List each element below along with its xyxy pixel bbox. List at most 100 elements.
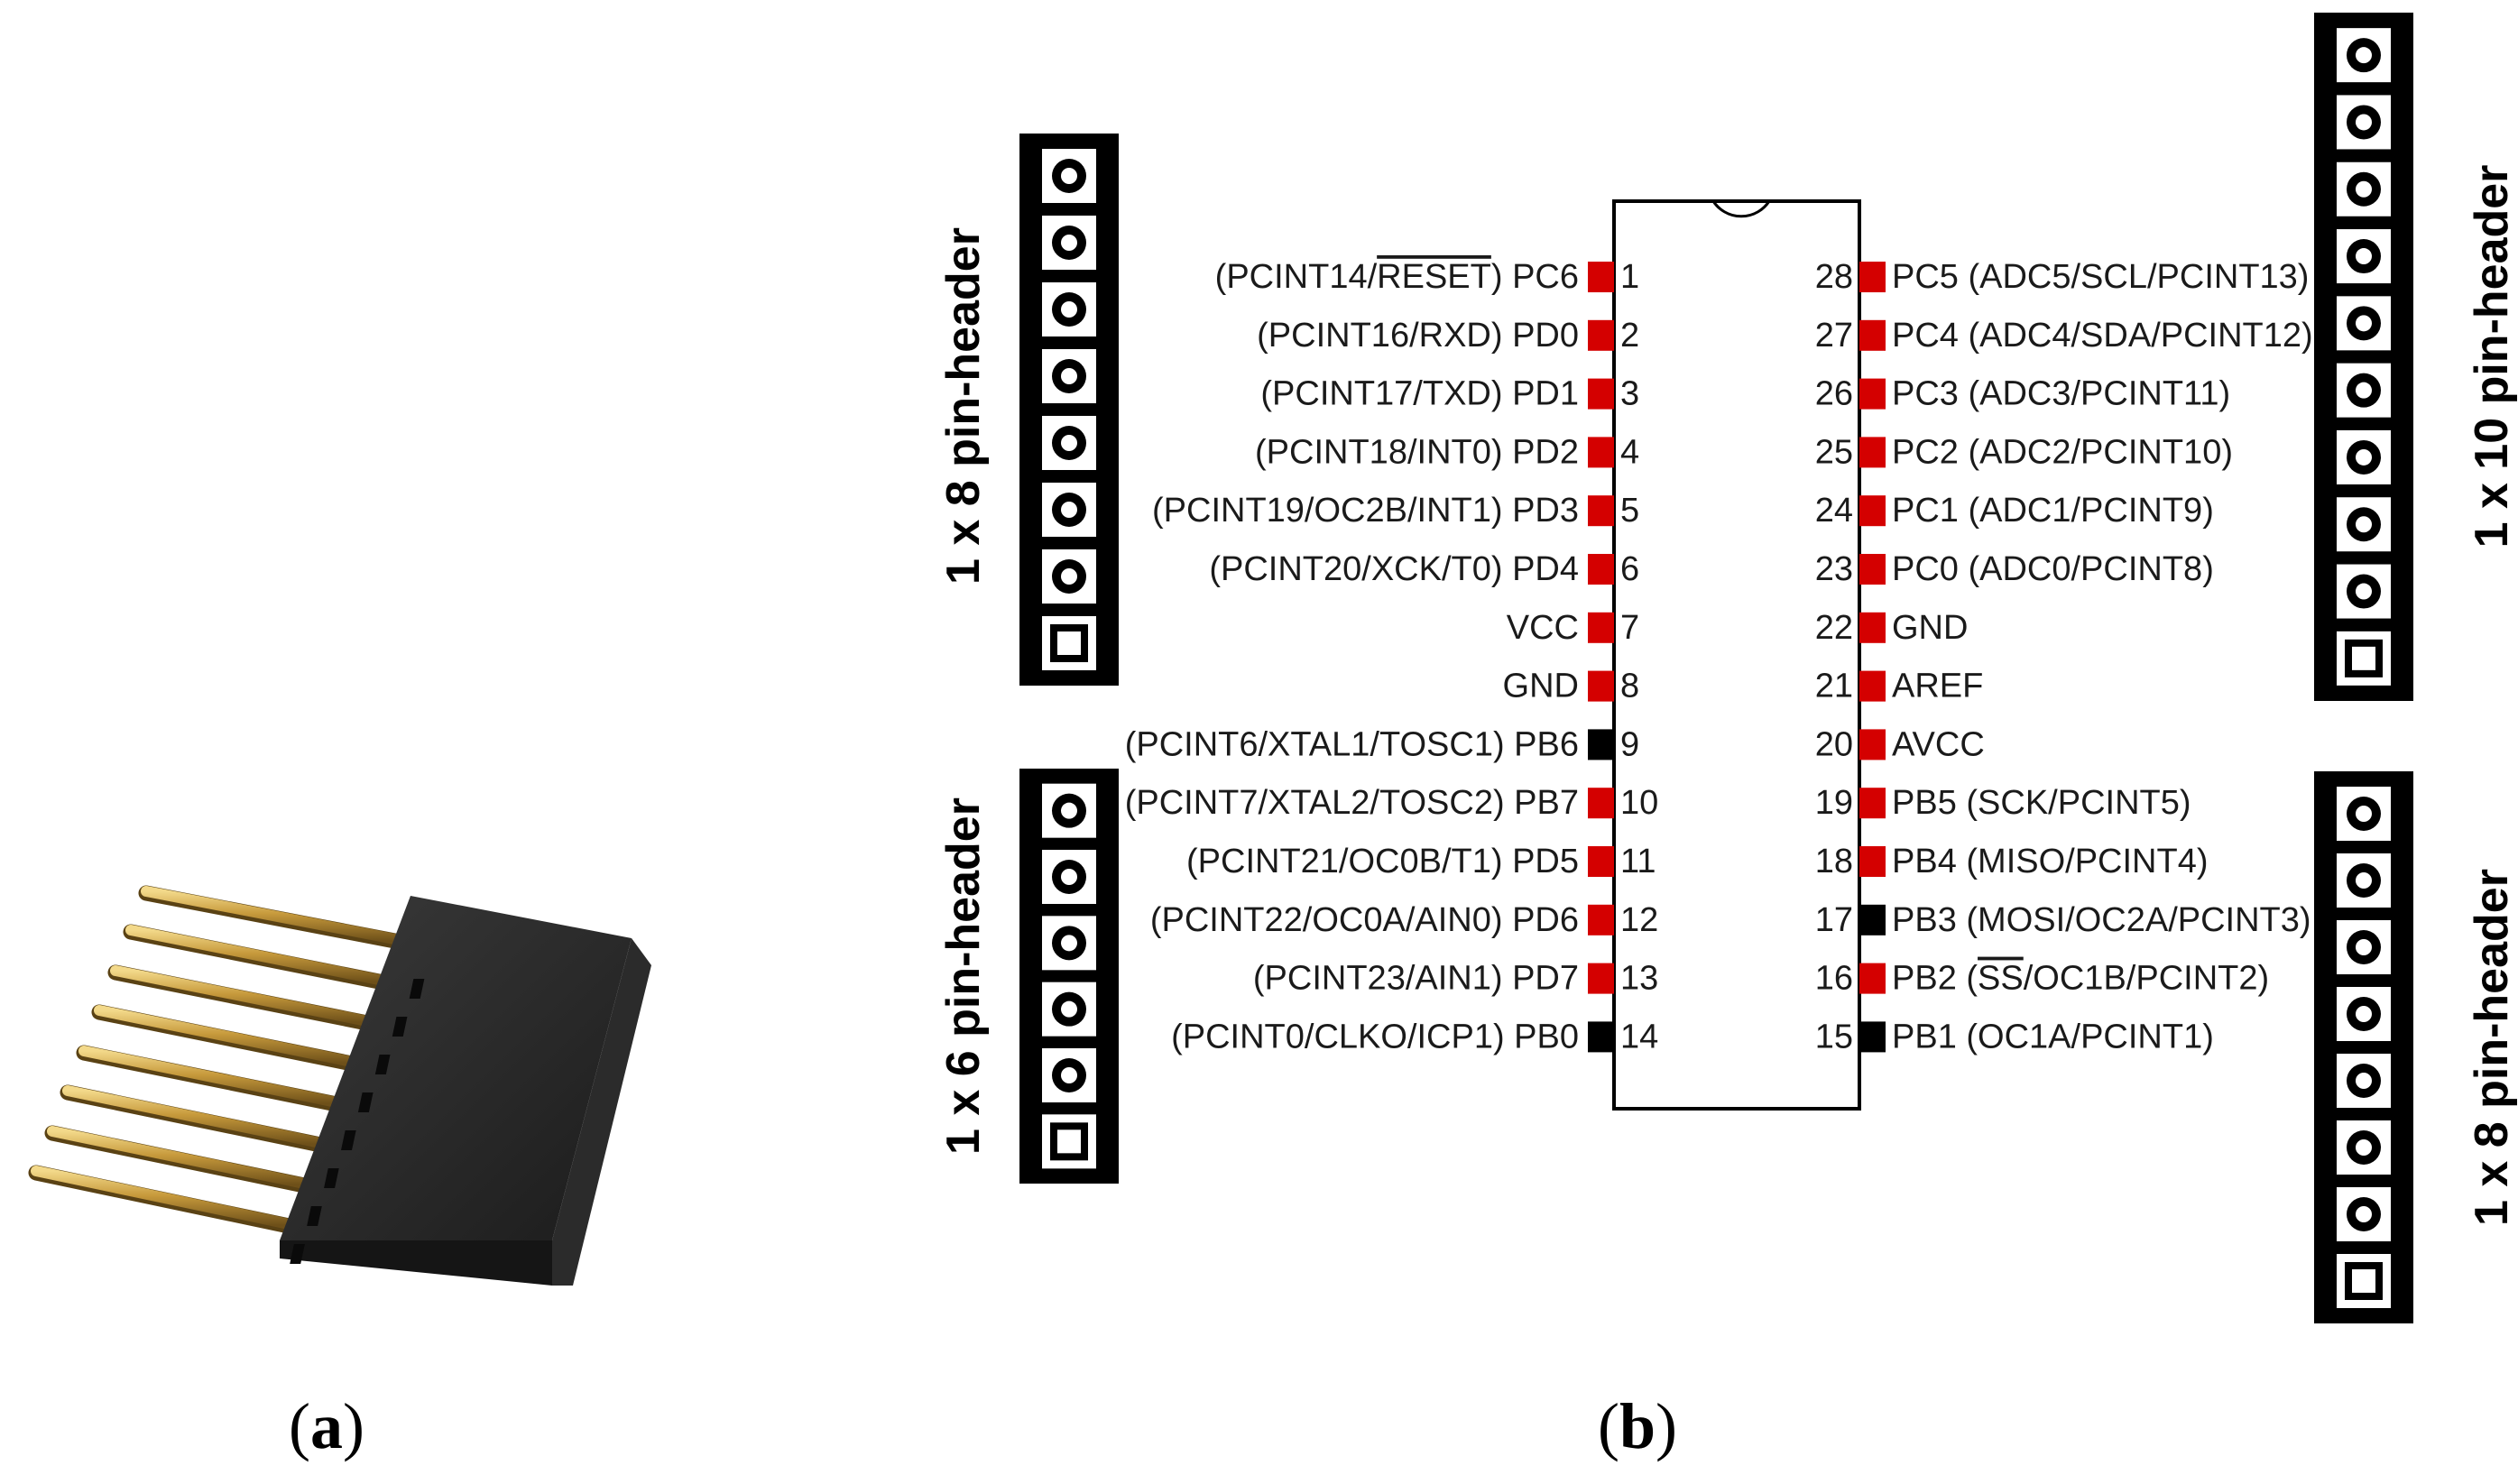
header-pin-hole-center bbox=[2356, 448, 2372, 465]
pin-number: 8 bbox=[1620, 668, 1639, 705]
pin-label-left: (PCINT19/OC2B/INT1) PD3 bbox=[1152, 492, 1579, 530]
pin-marker-used bbox=[1859, 670, 1886, 702]
socket-hole bbox=[340, 1130, 356, 1150]
pin-header-title: 1 x 6 pin-header bbox=[937, 797, 990, 1155]
pin-label-text: (PCINT16/RXD) PD0 bbox=[1257, 317, 1579, 355]
header-pin-hole-center bbox=[2356, 806, 2372, 822]
pin-label-left: VCC bbox=[1507, 609, 1579, 647]
pin-label-left: (PCINT21/OC0B/T1) PD5 bbox=[1186, 843, 1579, 880]
pin-label-text: AREF bbox=[1892, 668, 1983, 705]
pin-number: 15 bbox=[1815, 1018, 1853, 1055]
pin-label-text: PC5 (ADC5/SCL/PCINT13) bbox=[1892, 258, 2309, 296]
pin-number: 6 bbox=[1620, 550, 1639, 588]
header-pin-hole-center bbox=[1061, 568, 1077, 585]
header-pin-hole-center bbox=[1061, 935, 1077, 952]
socket-hole bbox=[409, 979, 425, 999]
pin-label-left: (PCINT17/TXD) PD1 bbox=[1260, 375, 1579, 413]
header-pin-hole-center bbox=[2356, 180, 2372, 198]
header-pin-hole-center bbox=[2356, 1206, 2372, 1222]
pin-number: 2 bbox=[1620, 317, 1639, 355]
pin-label-left: (PCINT6/XTAL1/TOSC1) PB6 bbox=[1125, 725, 1579, 763]
pin-label-text: (PCINT23/AIN1) PD7 bbox=[1253, 960, 1579, 998]
gold-pins-icon bbox=[28, 885, 412, 1235]
pin-label-left: (PCINT18/INT0) PD2 bbox=[1255, 433, 1579, 471]
pin-header-title: 1 x 8 pin-header bbox=[937, 227, 990, 585]
pin-label-text: GND bbox=[1503, 668, 1579, 705]
pin-label-overline: RESET bbox=[1377, 258, 1491, 296]
header-left-top: 1 x 8 pin-header bbox=[937, 134, 1119, 686]
header-pin-hole-center bbox=[2356, 872, 2372, 889]
pin-label-right: PC1 (ADC1/PCINT9) bbox=[1892, 492, 2214, 530]
chip-body bbox=[1612, 199, 1861, 1111]
pin-marker-used bbox=[1588, 963, 1614, 994]
gold-pin-shine bbox=[141, 886, 410, 946]
pin-marker-used bbox=[1588, 846, 1614, 877]
pin-label-text: PC4 (ADC4/SDA/PCINT12) bbox=[1892, 317, 2313, 355]
pin-label-right: AVCC bbox=[1892, 725, 1985, 763]
pin-label-text: PC0 (ADC0/PCINT8) bbox=[1892, 550, 2214, 588]
pin-marker-used bbox=[1859, 846, 1886, 877]
pin-label-text: AVCC bbox=[1892, 725, 1985, 763]
pin-label-right: PB5 (SCK/PCINT5) bbox=[1892, 784, 2191, 822]
header-right-top: 1 x 10 pin-header bbox=[2314, 13, 2518, 701]
pin-number: 28 bbox=[1815, 258, 1853, 296]
pin-label-left: (PCINT23/AIN1) PD7 bbox=[1253, 960, 1579, 998]
pin-marker-used bbox=[1588, 788, 1614, 819]
pin-number: 16 bbox=[1815, 960, 1853, 998]
socket-hole bbox=[307, 1206, 322, 1226]
header-pin-hole-center bbox=[2356, 1139, 2372, 1156]
header-pin-hole-center bbox=[2356, 516, 2372, 533]
pin-marker-used bbox=[1588, 262, 1614, 292]
pin-number: 13 bbox=[1620, 960, 1658, 998]
gold-pin-shine bbox=[110, 965, 377, 1028]
pin-number: 25 bbox=[1815, 433, 1853, 471]
pin-marker-unused bbox=[1588, 1021, 1614, 1053]
pin-number: 12 bbox=[1620, 901, 1658, 939]
pin-label-text: (PCINT7/XTAL2/TOSC2) PB7 bbox=[1125, 784, 1579, 822]
pin-number: 4 bbox=[1620, 433, 1639, 471]
header-pin-hole-center bbox=[1061, 368, 1077, 384]
header-pin-hole-center bbox=[2356, 1006, 2372, 1022]
header-pin-hole-center bbox=[1061, 301, 1077, 318]
gold-pin-shine bbox=[62, 1085, 330, 1149]
pin-label-left: GND bbox=[1503, 668, 1579, 705]
pin-number: 27 bbox=[1815, 317, 1853, 355]
pin-marker-used bbox=[1859, 437, 1886, 468]
pin-label-text: (PCINT14/ bbox=[1215, 258, 1378, 296]
pin-number: 7 bbox=[1620, 609, 1639, 647]
pin-marker-used bbox=[1859, 495, 1886, 527]
header-left-bottom: 1 x 6 pin-header bbox=[937, 769, 1119, 1184]
header-pin-hole-center bbox=[1061, 435, 1077, 451]
pin-label-text: (PCINT21/OC0B/T1) PD5 bbox=[1186, 843, 1579, 880]
pin-label-text: (PCINT19/OC2B/INT1) PD3 bbox=[1152, 492, 1579, 530]
socket-hole bbox=[392, 1017, 408, 1037]
caption-b-letter: b bbox=[1619, 1390, 1656, 1462]
pin-label-text: PB1 (OC1A/PCINT1) bbox=[1892, 1018, 2214, 1055]
pin-number: 17 bbox=[1815, 901, 1853, 939]
pin-marker-used bbox=[1588, 554, 1614, 585]
pin-label-right: PC5 (ADC5/SCL/PCINT13) bbox=[1892, 258, 2309, 296]
header-pin-hole-center bbox=[2356, 248, 2372, 265]
pin-number: 21 bbox=[1815, 668, 1853, 705]
pin-label-text: VCC bbox=[1507, 609, 1579, 647]
pin-header-photo bbox=[28, 885, 651, 1286]
caption-b: (b) bbox=[1598, 1390, 1677, 1462]
socket-hole bbox=[290, 1244, 305, 1264]
pin-label-right: PC0 (ADC0/PCINT8) bbox=[1892, 550, 2214, 588]
header-pin-hole-center bbox=[1061, 1067, 1077, 1083]
gold-pin-shine bbox=[47, 1126, 314, 1190]
pin-label-text: PC1 (ADC1/PCINT9) bbox=[1892, 492, 2214, 530]
gold-pin-shine bbox=[94, 1005, 362, 1068]
pin-marker-unused bbox=[1859, 904, 1886, 936]
pin-marker-used bbox=[1859, 554, 1886, 585]
header-pin-hole-center bbox=[1061, 869, 1077, 885]
pin-marker-used bbox=[1859, 378, 1886, 410]
pin-label-left: (PCINT22/OC0A/AIN0) PD6 bbox=[1150, 901, 1579, 939]
pin-label-text: PC2 (ADC2/PCINT10) bbox=[1892, 433, 2233, 471]
socket-hole bbox=[374, 1055, 391, 1074]
pin-marker-used bbox=[1859, 788, 1886, 819]
pin-number: 9 bbox=[1620, 725, 1639, 763]
pin-label-text: (PCINT17/TXD) PD1 bbox=[1260, 375, 1579, 413]
pin-label-text: PC3 (ADC3/PCINT11) bbox=[1892, 375, 2230, 413]
